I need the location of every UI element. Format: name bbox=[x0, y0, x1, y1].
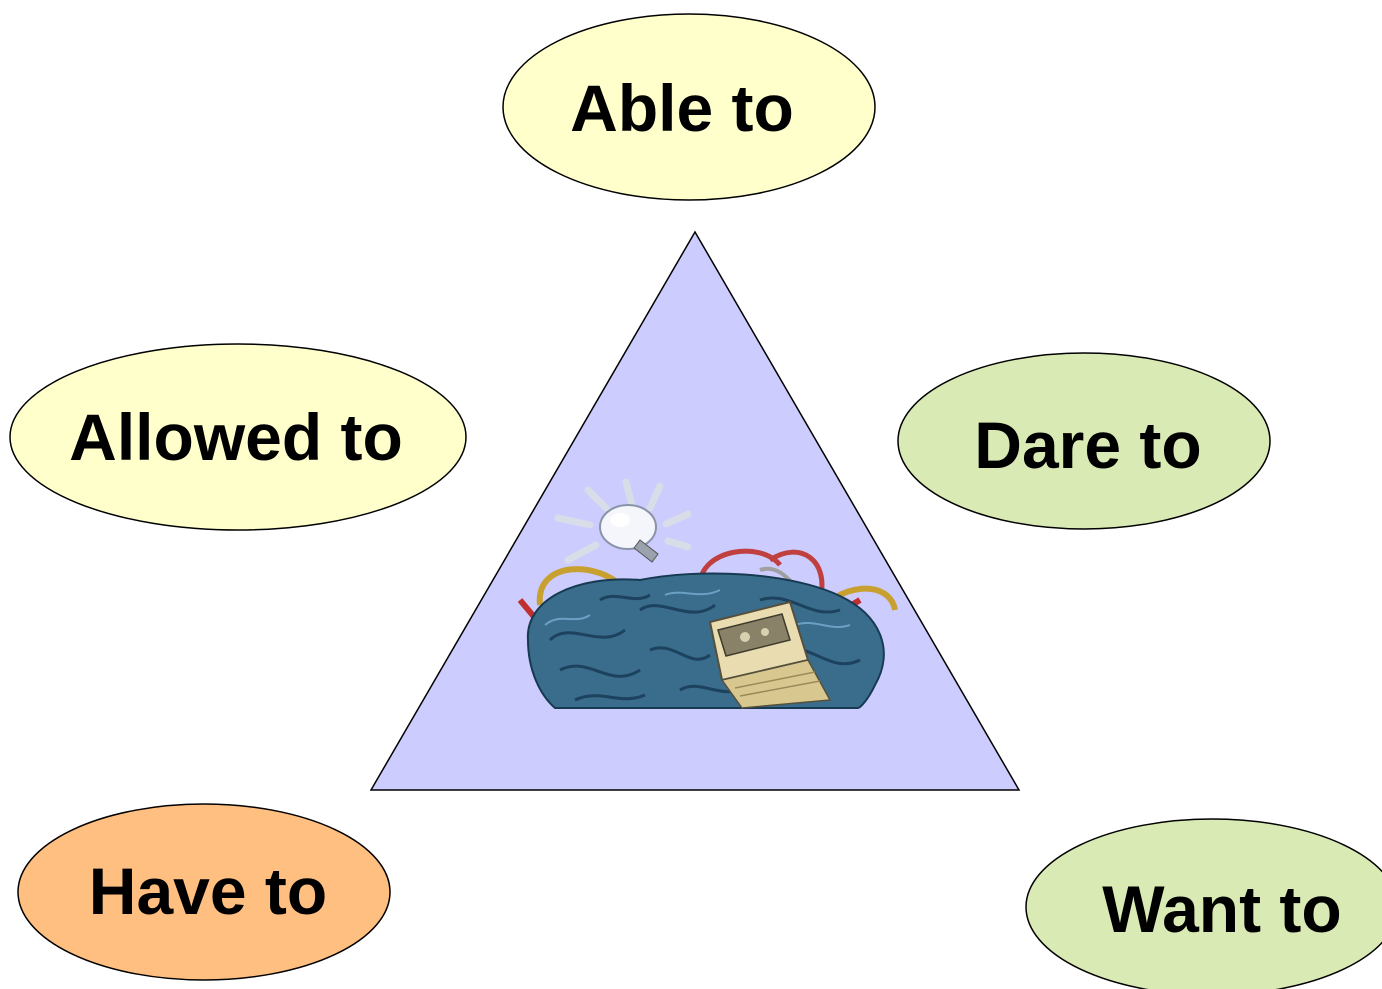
brain-lightbulb-icon bbox=[517, 478, 898, 709]
node-allowed-to: Allowed to bbox=[9, 343, 467, 531]
node-want-to-label: Want to bbox=[1102, 872, 1341, 946]
node-able-to: Able to bbox=[502, 13, 876, 201]
node-dare-to-label: Dare to bbox=[974, 408, 1201, 482]
node-dare-to: Dare to bbox=[897, 352, 1271, 530]
node-have-to-label: Have to bbox=[89, 854, 327, 928]
node-have-to: Have to bbox=[17, 803, 391, 981]
node-able-to-label: Able to bbox=[570, 71, 794, 145]
node-allowed-to-label: Allowed to bbox=[69, 400, 403, 474]
node-want-to: Want to bbox=[1025, 818, 1382, 989]
